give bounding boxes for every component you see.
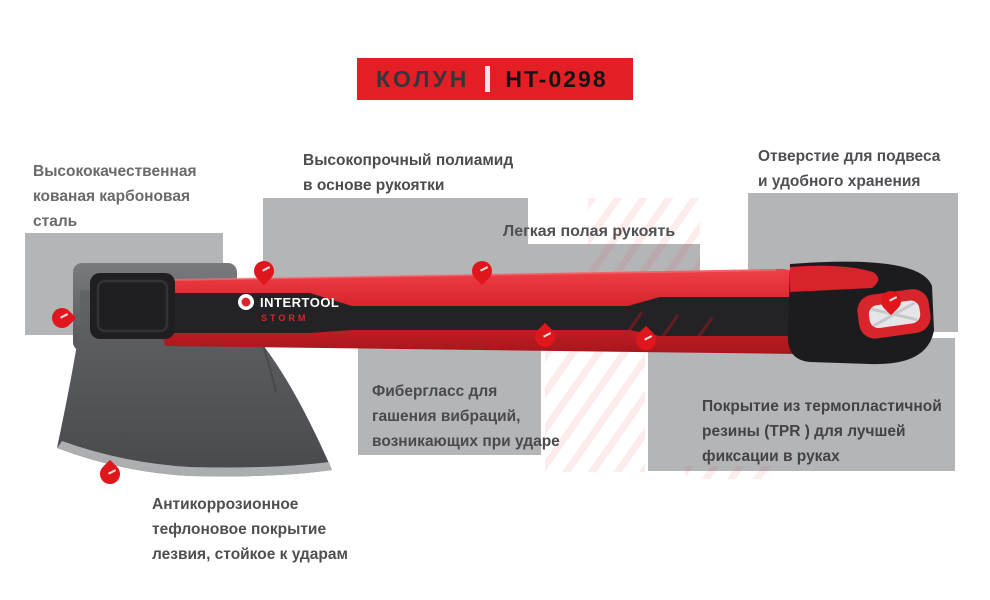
- brand-sub-name: STORM: [261, 313, 308, 323]
- callout-line: резины (TPR ) для лучшей: [702, 423, 906, 440]
- callout-line: и удобного хранения: [758, 173, 921, 190]
- callout-line: тефлоновое покрытие: [152, 521, 327, 538]
- brand-logo-icon: [245, 296, 252, 303]
- title-divider: [485, 66, 491, 92]
- callout-teflon-coating: Антикоррозионное тефлоновое покрытие лез…: [152, 492, 348, 567]
- callout-line: Высококачественная: [33, 163, 197, 180]
- knob-red-stripe: [790, 265, 879, 292]
- axe-illustration: INTERTOOL STORM: [57, 261, 934, 477]
- product-name: КОЛУН: [376, 65, 470, 92]
- callout-hollow-handle: Легкая полая рукоять: [503, 219, 675, 244]
- callout-line: лезвия, стойкое к ударам: [152, 546, 348, 563]
- brand-name: INTERTOOL: [260, 295, 339, 310]
- callout-line: сталь: [33, 213, 78, 230]
- callout-polyamide: Высокопрочный полиамид в основе рукоятки: [303, 148, 513, 198]
- head-overmold: [90, 273, 175, 339]
- callout-line: Антикоррозионное: [152, 496, 299, 513]
- diagonal-stripes-decor: [545, 350, 645, 472]
- callout-line: в основе рукоятки: [303, 177, 445, 194]
- callout-tpr: Покрытие из термопластичной резины (TPR …: [702, 394, 942, 469]
- callout-fiberglass: Фибергласс для гашения вибраций, возника…: [372, 379, 560, 454]
- diagonal-stripes-decor: [588, 198, 700, 272]
- backdrop-block-fiberglass: [358, 345, 541, 455]
- grip-texture: [616, 311, 714, 352]
- hanging-hole: [857, 289, 931, 339]
- callout-hanging-hole: Отверстие для подвеса и удобного хранени…: [758, 144, 940, 194]
- callout-line: возникающих при ударе: [372, 433, 560, 450]
- callout-line: фиксации в руках: [702, 448, 840, 465]
- callout-line: кованая карбоновая: [33, 188, 191, 205]
- overmold-seam: [96, 279, 169, 333]
- callout-line: Отверстие для подвеса: [758, 148, 941, 165]
- title-band: КОЛУН HT-0298: [357, 58, 633, 100]
- callout-line: Фибергласс для: [372, 383, 498, 400]
- brand-logo-icon: [241, 297, 251, 307]
- blade-bevel: [57, 441, 332, 477]
- model-number: HT-0298: [505, 65, 608, 92]
- callout-line: гашения вибраций,: [372, 408, 521, 425]
- callout-line: Высокопрочный полиамид: [303, 152, 514, 169]
- callout-line: Легкая полая рукоять: [503, 223, 676, 240]
- callout-line: Покрытие из термопластичной: [702, 398, 942, 415]
- callout-steel: Высококачественная кованая карбоновая ст…: [33, 159, 197, 234]
- diagonal-stripes-decor: [685, 466, 771, 479]
